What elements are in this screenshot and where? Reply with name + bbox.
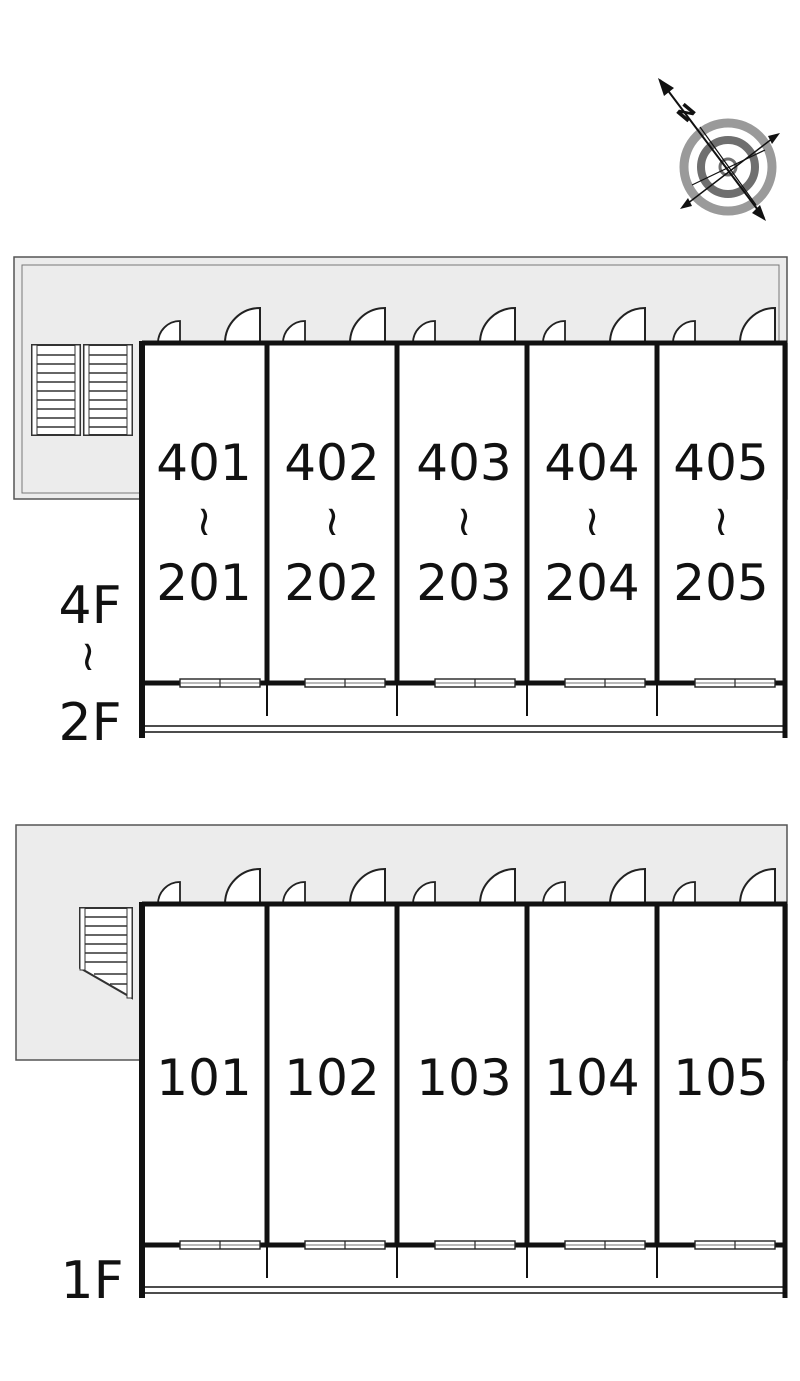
unit-label-top: 405 [673, 434, 768, 492]
door-swing-icon [282, 881, 306, 905]
window-sash [179, 1240, 261, 1250]
unit-label-top: 403 [416, 434, 511, 492]
unit-label: 104 [544, 1049, 639, 1107]
window-sash [434, 1240, 516, 1250]
unit-label-sep: ≀ [584, 496, 600, 545]
door-swing-icon [412, 320, 436, 344]
unit-label-top: 404 [544, 434, 639, 492]
unit-label-sep: ≀ [324, 496, 340, 545]
unit-label-bottom: 203 [416, 554, 511, 612]
upper-windows [179, 678, 776, 688]
unit-label: 103 [416, 1049, 511, 1107]
unit-label-sep: ≀ [713, 496, 729, 545]
floor-label: 1F [61, 1251, 124, 1311]
door-swing-icon [608, 867, 646, 905]
door-swing-icon [223, 867, 261, 905]
door-swing-icon [542, 320, 566, 344]
upper-block: 401 ≀ 201 402 ≀ 202 403 ≀ 203 404 ≀ 204 … [13, 256, 788, 753]
window-sash [694, 678, 776, 688]
door-swing-icon [672, 881, 696, 905]
window-sash [564, 1240, 646, 1250]
door-swing-icon [412, 881, 436, 905]
stairs-icon [79, 907, 133, 1000]
floor-label-sep: ≀ [80, 631, 96, 680]
window-sash [304, 678, 386, 688]
unit-label-bottom: 201 [156, 554, 251, 612]
window-sash [304, 1240, 386, 1250]
door-swing-icon [157, 320, 181, 344]
window-sash [179, 678, 261, 688]
window-sash [434, 678, 516, 688]
door-swing-icon [348, 306, 386, 344]
window-sash [694, 1240, 776, 1250]
door-swing-icon [542, 881, 566, 905]
unit-label-bottom: 202 [284, 554, 379, 612]
floor-label-bottom: 2F [59, 693, 122, 753]
door-swing-icon [157, 881, 181, 905]
unit-label-bottom: 205 [673, 554, 768, 612]
door-swing-icon [608, 306, 646, 344]
unit-label-sep: ≀ [196, 496, 212, 545]
door-swing-icon [672, 320, 696, 344]
door-swing-icon [478, 306, 516, 344]
upper-doors [157, 306, 776, 344]
unit-label: 102 [284, 1049, 379, 1107]
door-swing-icon [738, 867, 776, 905]
lower-doors [157, 867, 776, 905]
compass-icon: N [658, 78, 780, 221]
unit-label-bottom: 204 [544, 554, 639, 612]
door-swing-icon [738, 306, 776, 344]
unit-label-top: 402 [284, 434, 379, 492]
door-swing-icon [348, 867, 386, 905]
floor-label-top: 4F [59, 576, 122, 636]
window-sash [564, 678, 646, 688]
door-swing-icon [478, 867, 516, 905]
door-swing-icon [282, 320, 306, 344]
unit-label: 105 [673, 1049, 768, 1107]
unit-label-top: 401 [156, 434, 251, 492]
unit-label: 101 [156, 1049, 251, 1107]
lower-windows [179, 1240, 776, 1250]
stairs-icon [31, 344, 133, 436]
unit-label-sep: ≀ [456, 496, 472, 545]
lower-block: 101 102 103 104 105 1F [15, 824, 788, 1311]
door-swing-icon [223, 306, 261, 344]
